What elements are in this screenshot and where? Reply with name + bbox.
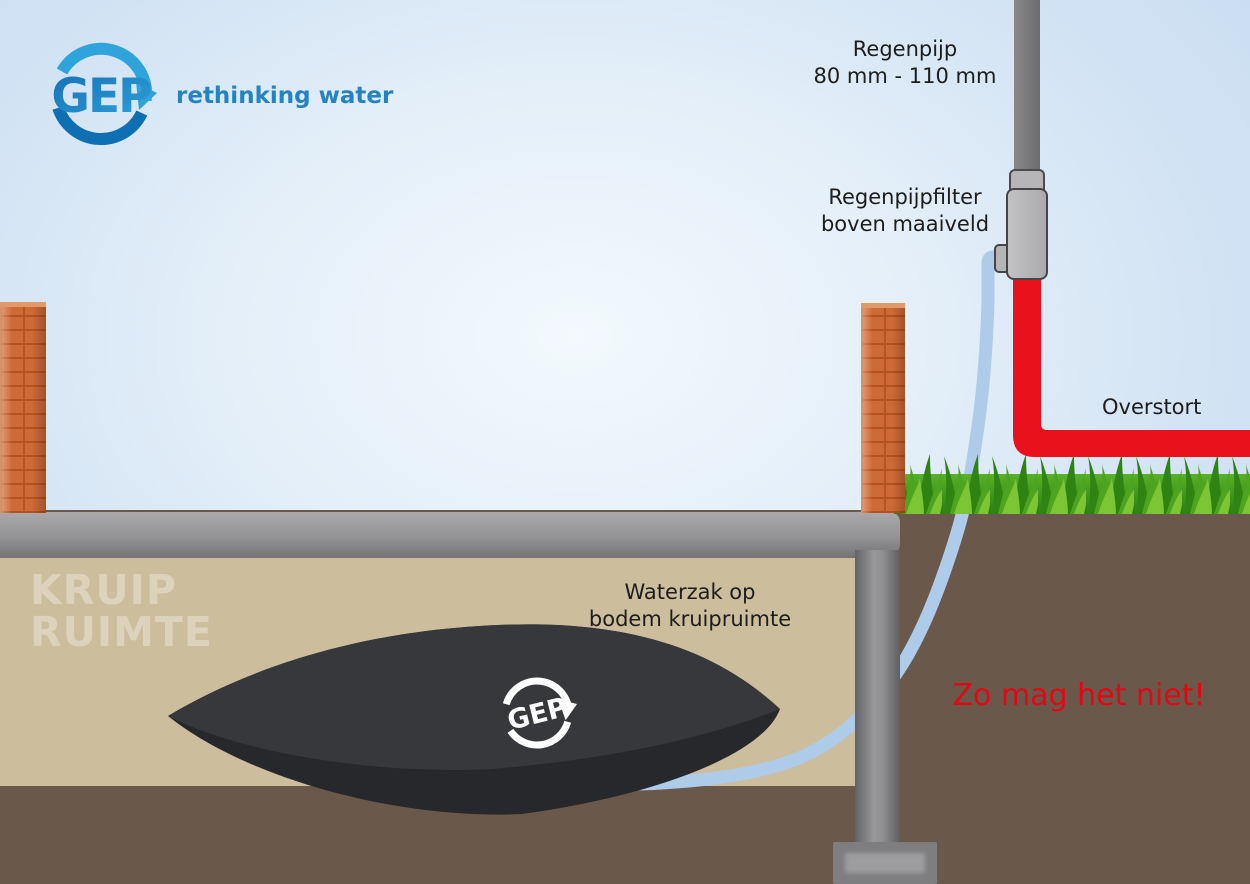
rainpipe-filter — [1006, 188, 1048, 280]
crawl-space-label: KRUIP RUIMTE — [30, 569, 213, 653]
filter-label: Regenpijpfilter boven maaiveld — [821, 184, 989, 238]
filter-label-line1: Regenpijpfilter — [828, 185, 982, 209]
rain-pipe-label: Regenpijp 80 mm - 110 mm — [814, 36, 997, 90]
brand-tagline: rethinking water — [176, 83, 394, 109]
rain-pipe — [1014, 0, 1040, 175]
rain-pipe-label-line2: 80 mm - 110 mm — [813, 64, 997, 88]
warning-label: Zo mag het niet! — [952, 678, 1206, 713]
gep-logo-icon: GEP — [51, 42, 157, 145]
gep-logo-text: GEP — [51, 69, 151, 124]
water-bag-label: Waterzak op bodem kruipruimte — [589, 579, 791, 633]
rain-pipe-label-line1: Regenpijp — [852, 37, 958, 61]
brand-logo: GEP rethinking water — [44, 36, 404, 158]
crawl-space-label-line1: KRUIP — [30, 566, 177, 614]
overflow-label: Overstort — [1102, 395, 1202, 419]
water-bag — [168, 624, 780, 815]
floor-slab — [0, 512, 900, 558]
foundation-wall — [855, 550, 900, 844]
water-bag-label-line2: bodem kruipruimte — [588, 607, 792, 631]
bag-gep-logo-icon: GEP — [502, 677, 578, 749]
grass — [894, 446, 1250, 514]
footing-highlight — [845, 853, 925, 873]
foundation-footing — [833, 842, 937, 884]
filter-label-line2: boven maaiveld — [820, 212, 990, 236]
brick-pillar-right — [861, 303, 905, 513]
crawl-space-label-line2: RUIMTE — [30, 608, 213, 656]
brick-pillar-left — [0, 302, 46, 513]
water-bag-label-line1: Waterzak op — [624, 580, 756, 604]
